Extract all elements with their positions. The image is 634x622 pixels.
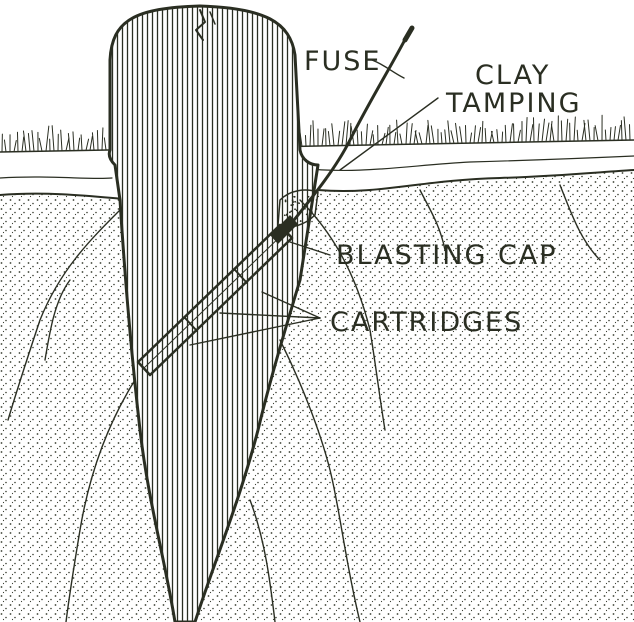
clay-tamping-label-line2: TAMPING	[445, 88, 582, 119]
cartridges-label: CARTRIDGES	[330, 307, 523, 338]
soil	[0, 170, 634, 622]
fuse-label: FUSE	[304, 46, 382, 77]
clay-tamping-label-line1: CLAY	[475, 60, 550, 91]
blasting-cap-label: BLASTING CAP	[336, 240, 558, 271]
